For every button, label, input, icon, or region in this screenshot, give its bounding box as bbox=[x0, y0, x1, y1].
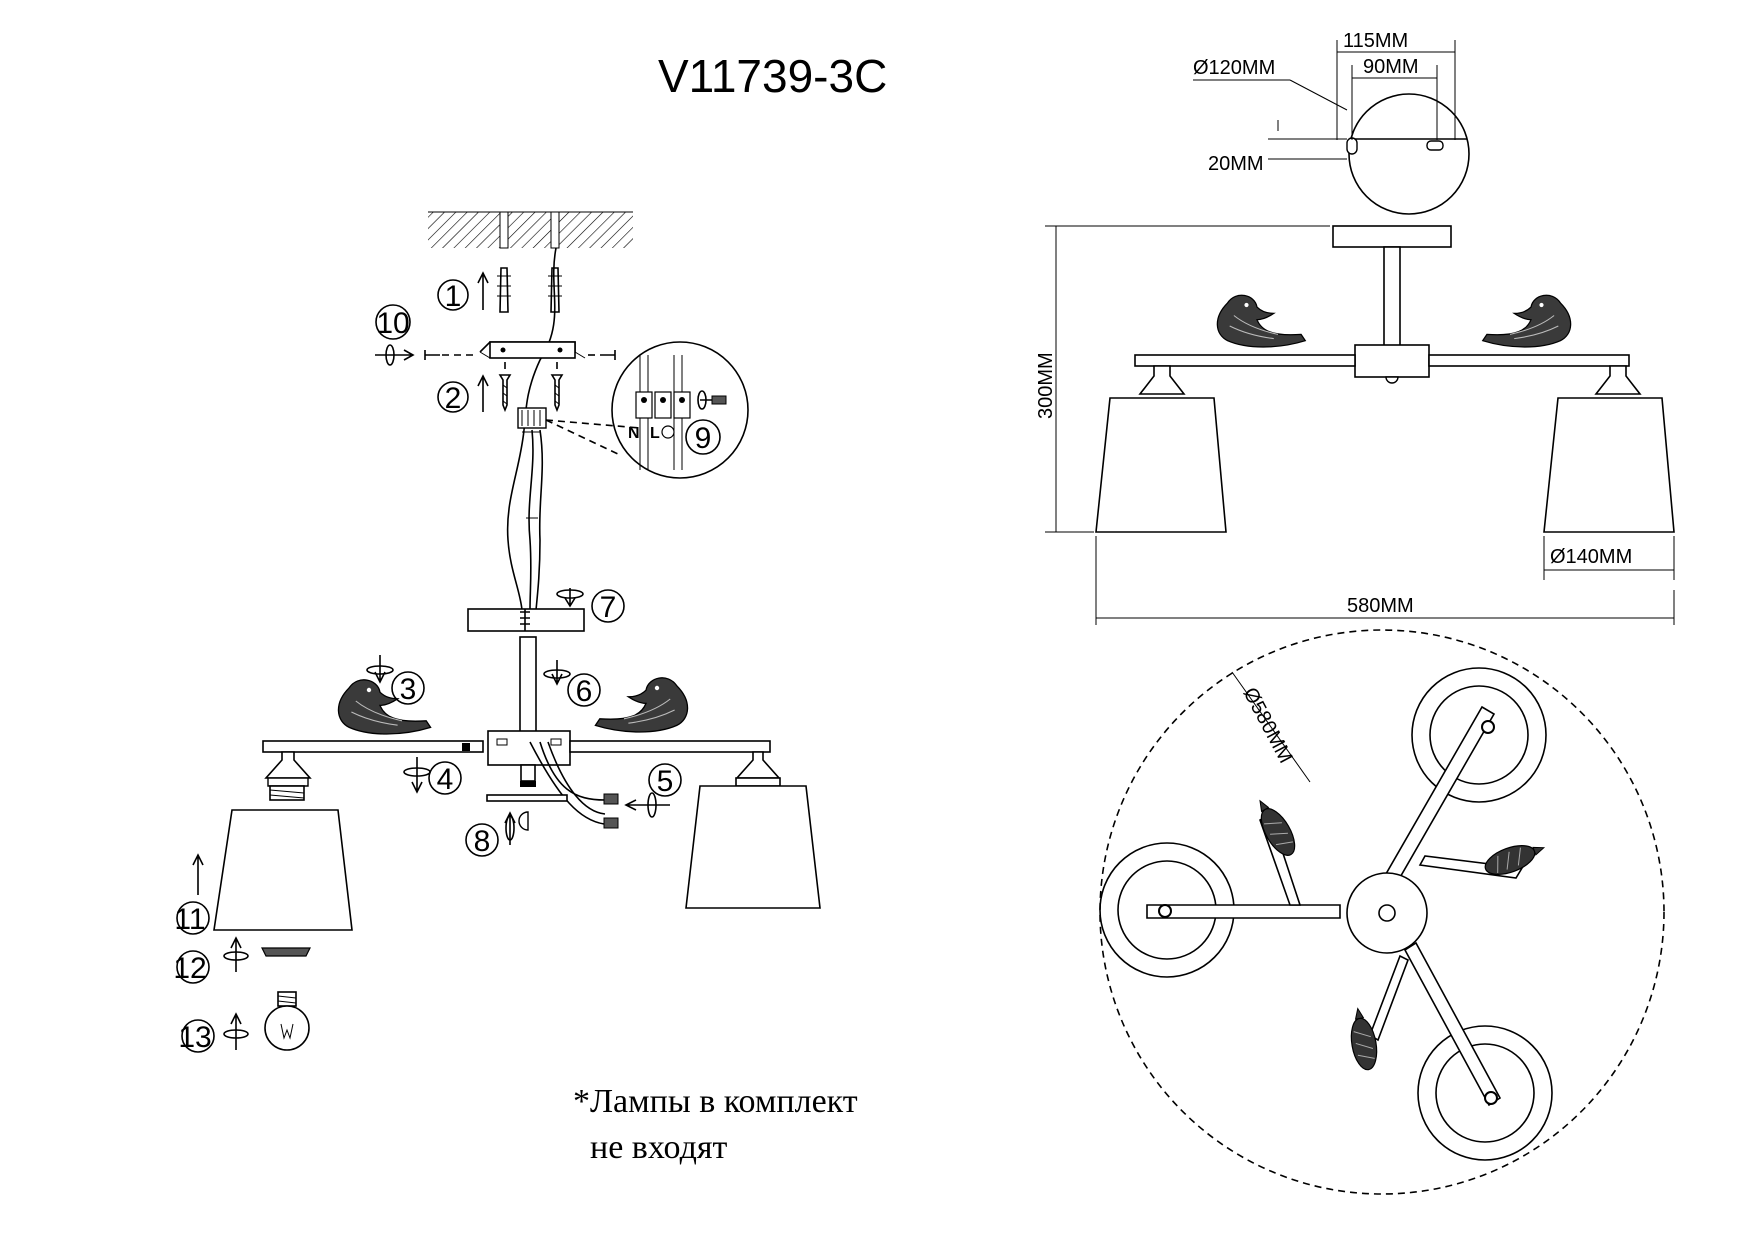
dim-canopy-diameter: Ø120MM bbox=[1193, 57, 1275, 79]
front-elevation: 300MM Ø140MM 580MM bbox=[1035, 225, 1675, 625]
light-bulb bbox=[264, 991, 310, 1051]
step-number: 5 bbox=[657, 765, 674, 798]
lamp-shade bbox=[1543, 397, 1675, 533]
left-arm bbox=[262, 740, 484, 753]
lamp-shade bbox=[213, 809, 353, 931]
ceiling-hatch bbox=[428, 212, 633, 248]
step-number: 10 bbox=[376, 307, 409, 340]
bird-ornament bbox=[594, 677, 689, 733]
dim-plate-holes: 90MM bbox=[1363, 56, 1419, 78]
dim-plate-outer: 115MM bbox=[1343, 30, 1408, 52]
step-number: 6 bbox=[576, 675, 593, 708]
step-number: 9 bbox=[695, 422, 712, 455]
step-number: 4 bbox=[437, 763, 454, 796]
neutral-label: N bbox=[628, 425, 640, 442]
note-line-1: *Лампы в комплект bbox=[573, 1083, 858, 1120]
step-number: 7 bbox=[600, 591, 617, 624]
span-circle bbox=[1099, 629, 1665, 1195]
dim-canopy-height: 20MM bbox=[1208, 153, 1264, 175]
canopy-detail: 115MM 90MM Ø120MM 20MM bbox=[1193, 30, 1470, 215]
note-line-2: не входят bbox=[590, 1129, 728, 1166]
dim-height: 300MM bbox=[1035, 352, 1057, 419]
step-marker bbox=[437, 279, 469, 311]
bird-ornament bbox=[1345, 1005, 1381, 1073]
dim-width: 580MM bbox=[1347, 595, 1414, 617]
right-arm bbox=[569, 740, 771, 753]
screw bbox=[550, 374, 564, 413]
step-number: 3 bbox=[400, 673, 417, 706]
wiring-detail: N L 9 bbox=[611, 341, 749, 479]
terminal-block bbox=[517, 407, 547, 433]
step-number: 2 bbox=[445, 382, 462, 415]
step-number: 8 bbox=[474, 825, 491, 858]
step-number: 13 bbox=[178, 1021, 211, 1054]
canopy-circle bbox=[1348, 93, 1470, 215]
lamp-shade bbox=[1095, 397, 1227, 533]
bird-ornament bbox=[1482, 294, 1572, 348]
bird-ornament bbox=[1216, 294, 1306, 348]
step-number: 1 bbox=[445, 280, 462, 313]
mounting-bracket bbox=[479, 341, 586, 359]
screw bbox=[498, 374, 512, 413]
central-hub bbox=[487, 730, 571, 766]
wall-plug bbox=[497, 267, 511, 313]
canopy bbox=[467, 608, 585, 632]
lamp-shade bbox=[685, 785, 821, 909]
step-number: 11 bbox=[174, 903, 205, 936]
finial-plate bbox=[486, 794, 568, 802]
dim-shade-diameter: Ø140MM bbox=[1550, 546, 1632, 568]
central-rod bbox=[519, 636, 537, 733]
step-number: 12 bbox=[173, 952, 206, 985]
shade-ring bbox=[261, 947, 311, 957]
live-label: L bbox=[650, 425, 660, 442]
dim-span-diameter: Ø580MM bbox=[1239, 684, 1297, 767]
bird-ornament bbox=[337, 679, 432, 735]
top-view: Ø580MM bbox=[1099, 629, 1665, 1195]
installation-diagram: 1 10 bbox=[173, 211, 858, 1166]
page-title: V11739-3C bbox=[658, 50, 887, 102]
